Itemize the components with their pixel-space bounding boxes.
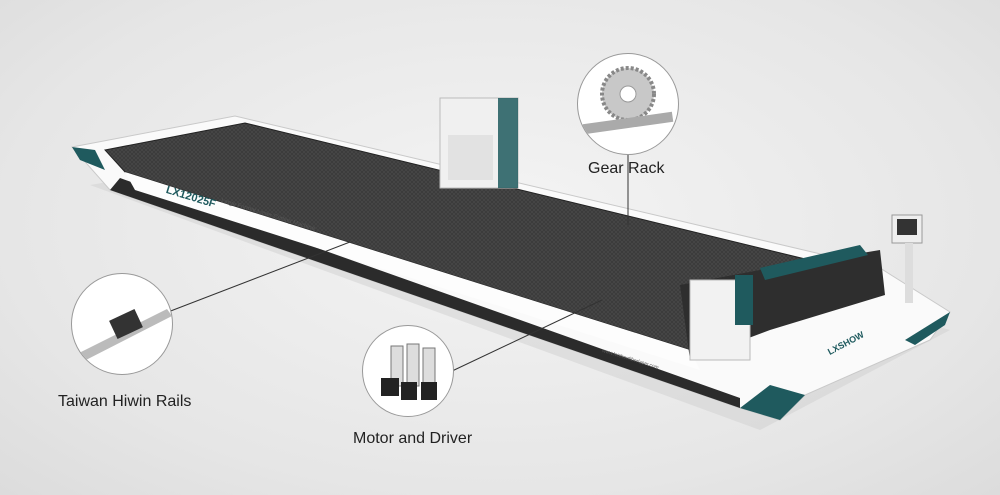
hiwin-rails-callout [71,273,173,375]
gear-rack-label: Gear Rack [588,160,665,177]
gear-rack-callout [577,53,679,155]
gear-rack-icon [582,66,674,135]
hiwin-rails-label: Taiwan Hiwin Rails [58,393,192,410]
linear-rail-icon [77,309,172,362]
motor-driver-label: Motor and Driver [353,430,473,447]
servo-motor-icon [381,343,437,400]
motor-driver-callout [362,325,454,417]
